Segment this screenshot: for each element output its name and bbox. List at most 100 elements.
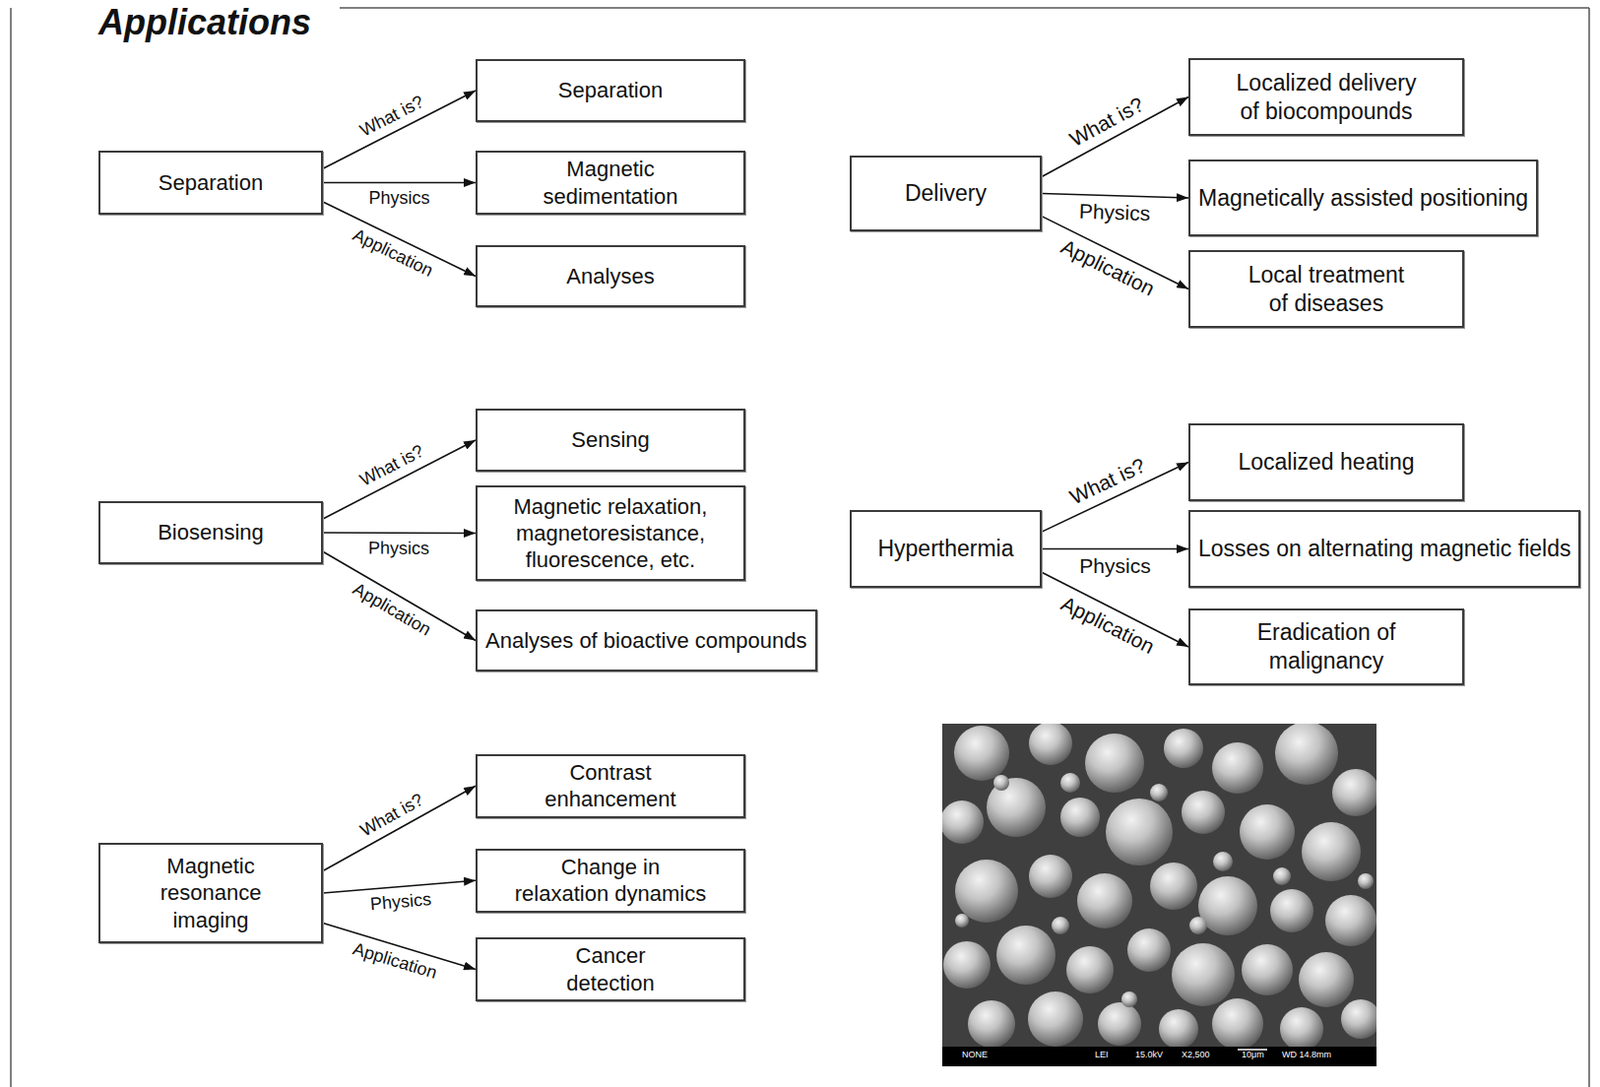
edge-label: Physics	[367, 889, 434, 915]
edge-label: Application	[347, 577, 437, 641]
arrow-connector	[322, 531, 476, 534]
box-text: Magnetic resonance imaging	[136, 852, 285, 934]
microsphere	[1241, 944, 1293, 996]
microsphere	[955, 913, 969, 928]
microsphere-group	[942, 723, 1377, 1047]
result-box: Analyses	[475, 245, 746, 308]
microsphere	[1077, 873, 1133, 929]
edge-label: What is?	[1064, 452, 1152, 512]
microsphere	[967, 1000, 1016, 1047]
micrograph-info: WD 14.8mm	[1281, 1049, 1332, 1061]
diagram-title: Applications	[98, 1, 312, 44]
edge-label: Physics	[366, 188, 432, 209]
microsphere	[1275, 723, 1339, 785]
box-text: Magnetic relaxation, magnetoresistance, …	[505, 493, 717, 575]
microsphere	[954, 725, 1010, 781]
box-text: Localized delivery of biocompounds	[1227, 68, 1425, 126]
microsphere	[1171, 943, 1235, 1007]
microsphere	[955, 859, 1019, 923]
box-text: Losses on alternating magnetic fields	[1198, 534, 1571, 564]
box-text: Hyperthermia	[877, 534, 1014, 564]
microsphere	[1060, 797, 1100, 837]
result-box: Sensing	[475, 408, 746, 472]
box-text: Contrast enhancement	[521, 759, 700, 814]
source-box: Magnetic resonance imaging	[98, 842, 323, 944]
micrograph-info: LEI	[1094, 1049, 1109, 1061]
edge-label: Physics	[366, 538, 432, 560]
microsphere	[993, 774, 1010, 791]
source-box: Separation	[98, 150, 323, 215]
result-box: Analyses of bioactive compounds	[475, 609, 818, 672]
result-box: Local treatment of diseases	[1188, 250, 1465, 328]
result-box: Localized heating	[1188, 423, 1465, 502]
info-strip	[942, 1046, 1377, 1067]
microsphere	[1301, 822, 1361, 882]
microsphere	[1027, 991, 1084, 1047]
source-box: Biosensing	[98, 501, 323, 565]
box-text: Separation	[558, 76, 663, 104]
arrow-connector	[322, 182, 476, 185]
microsphere	[1051, 916, 1070, 935]
box-text: Change in relaxation dynamics	[512, 853, 708, 908]
microsphere	[1105, 798, 1173, 866]
edge-label: What is?	[354, 788, 429, 842]
microsphere	[1273, 867, 1291, 886]
microsphere	[1066, 946, 1114, 994]
result-box: Losses on alternating magnetic fields	[1188, 510, 1581, 588]
box-text: Analyses	[566, 262, 654, 290]
microsphere	[1212, 742, 1264, 794]
microsphere	[1121, 991, 1138, 1008]
microsphere	[1198, 876, 1258, 936]
result-box: Separation	[475, 59, 746, 123]
microsphere	[1163, 728, 1204, 768]
microsphere	[1239, 804, 1295, 860]
arrow-connector	[322, 785, 476, 871]
result-box: Magnetically assisted positioning	[1188, 159, 1538, 237]
microsphere	[1158, 1009, 1199, 1047]
edge-label: Physics	[1077, 554, 1152, 578]
microsphere	[1150, 862, 1198, 910]
microsphere	[1150, 783, 1168, 802]
arrow-connector	[1041, 193, 1189, 199]
box-text: Localized heating	[1237, 448, 1414, 477]
box-text: Magnetic sedimentation	[521, 155, 700, 210]
microsphere	[1085, 733, 1145, 793]
microsphere	[1060, 772, 1081, 793]
microsphere	[1298, 952, 1354, 1008]
result-box: Eradication of malignancy	[1188, 608, 1465, 686]
result-box: Localized delivery of biocompounds	[1188, 58, 1465, 136]
result-box: Change in relaxation dynamics	[475, 848, 746, 913]
microsphere	[942, 800, 984, 844]
edge-label: Application	[347, 223, 439, 282]
result-box: Magnetic relaxation, magnetoresistance, …	[475, 485, 746, 581]
microsphere	[1212, 998, 1264, 1047]
box-text: Analyses of bioactive compounds	[485, 627, 808, 654]
arrow-connector	[1041, 548, 1189, 551]
edge-label: What is?	[355, 89, 430, 141]
edge-label: Application	[1054, 590, 1159, 660]
microsphere	[1189, 916, 1208, 935]
box-text: Biosensing	[157, 518, 264, 546]
arrow-connector	[322, 90, 476, 169]
source-box: Hyperthermia	[849, 510, 1042, 588]
edge-label: What is?	[1064, 90, 1151, 152]
frame-line	[1588, 7, 1591, 1087]
box-text: Separation	[158, 169, 263, 196]
microsphere	[1097, 1002, 1142, 1046]
microsphere	[1341, 999, 1377, 1039]
microsphere	[1028, 854, 1073, 898]
microsphere	[1325, 895, 1377, 947]
box-text: Cancer detection	[556, 942, 665, 997]
microsphere	[1181, 790, 1225, 834]
microsphere	[996, 925, 1056, 985]
result-box: Cancer detection	[475, 937, 746, 1002]
box-text: Magnetically assisted positioning	[1198, 184, 1529, 213]
edge-label: Physics	[1076, 199, 1152, 226]
box-text: Sensing	[571, 426, 650, 453]
frame-line	[9, 7, 12, 1087]
edge-label: What is?	[355, 440, 430, 492]
box-text: Eradication of malignancy	[1227, 618, 1425, 675]
source-box: Delivery	[849, 155, 1042, 232]
microsphere	[1127, 928, 1171, 972]
box-text: Local treatment of diseases	[1241, 260, 1411, 318]
